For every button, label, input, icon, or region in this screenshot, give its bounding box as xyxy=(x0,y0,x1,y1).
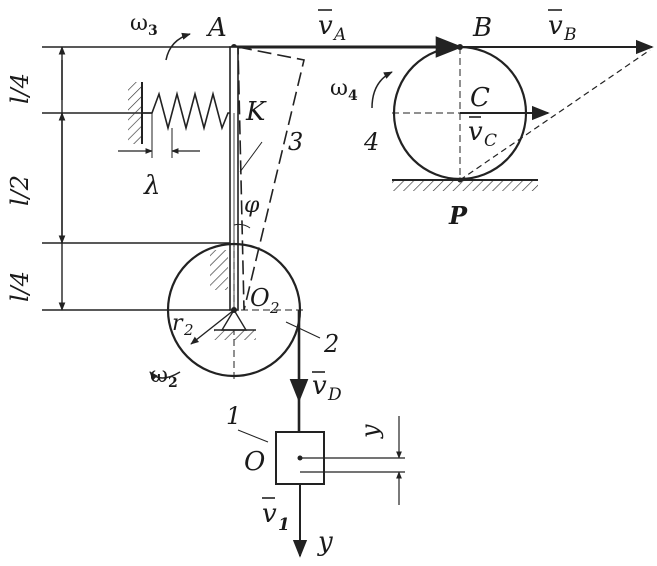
label-vc: v xyxy=(468,117,483,147)
label-r2-sub: 2 xyxy=(183,321,194,339)
label-dim-mid: l/2 xyxy=(6,175,34,206)
omega4-arrow xyxy=(371,71,393,109)
label-y-axis: y xyxy=(317,527,333,557)
label-body-1: 1 xyxy=(226,402,241,430)
label-point-c: C xyxy=(470,83,490,113)
spring-assembly xyxy=(118,82,232,158)
label-vd: v xyxy=(312,371,327,401)
label-point-p: P xyxy=(448,201,468,230)
label-body-3: 3 xyxy=(288,128,303,156)
label-dim-top: l/4 xyxy=(6,73,34,104)
ground-p xyxy=(392,179,538,191)
label-vb: v xyxy=(548,11,563,41)
label-point-a: A xyxy=(206,13,227,43)
label-phi: φ xyxy=(244,193,260,218)
label-va-sub: A xyxy=(332,25,346,45)
label-vd-sub: D xyxy=(327,385,342,405)
label-vb-sub: B xyxy=(563,25,577,45)
label-omega3: ω xyxy=(130,11,148,36)
label-y-dim: y xyxy=(356,424,384,439)
label-omega4: ω xyxy=(330,76,348,101)
omega2-arrow xyxy=(149,371,181,381)
label-va: v xyxy=(318,11,333,41)
vector-overbars xyxy=(262,9,562,499)
block-1 xyxy=(237,416,405,505)
label-lambda: λ xyxy=(143,171,160,201)
label-point-b: B xyxy=(472,13,492,43)
r2-radius xyxy=(190,309,235,345)
label-omega2: ω xyxy=(150,363,168,388)
label-body-4: 4 xyxy=(363,128,379,156)
label-v1-sub: 1 xyxy=(278,515,290,535)
label-r2: r xyxy=(172,311,184,336)
label-omega3-sub: 3 xyxy=(148,23,158,39)
label-point-o: O xyxy=(244,447,265,477)
disk-2 xyxy=(164,240,321,380)
label-body-2: 2 xyxy=(323,330,339,358)
label-v1: v xyxy=(262,499,277,529)
wheel-4 xyxy=(392,45,550,183)
label-vc-sub: C xyxy=(484,131,497,151)
label-omega2-sub: 2 xyxy=(168,375,178,391)
rod-3 xyxy=(229,46,305,311)
label-omega4-sub: 4 xyxy=(348,88,358,104)
label-point-k: K xyxy=(245,97,267,127)
dimension-lines xyxy=(42,46,234,311)
label-dim-bottom: l/4 xyxy=(6,271,34,302)
omega3-arrow xyxy=(165,32,191,61)
label-point-o2-sub: 2 xyxy=(269,299,280,317)
label-point-o2: O xyxy=(250,284,270,312)
velocity-envelope-line xyxy=(459,49,651,181)
